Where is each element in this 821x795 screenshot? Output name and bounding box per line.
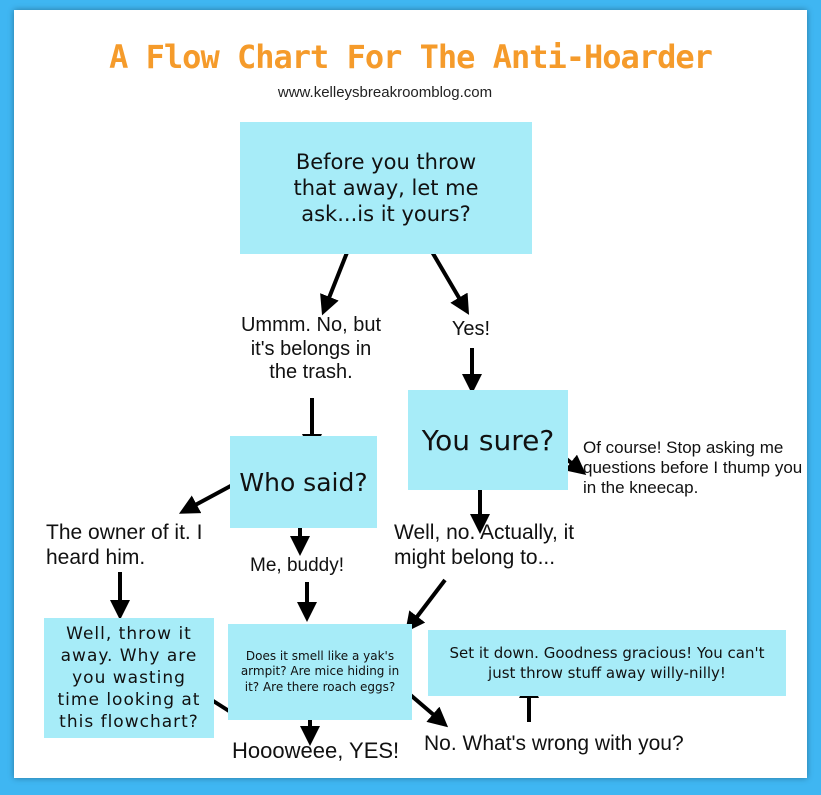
blog-url: www.kelleysbreakroomblog.com — [277, 84, 493, 101]
page-title: A Flow Chart For The Anti-Hoarder — [109, 38, 713, 76]
arrow-start-to-yes — [426, 243, 470, 315]
arrow-start-to-no — [320, 244, 352, 316]
no-answer-label: Ummm. No, but it's belongs in the trash. — [240, 314, 382, 384]
me-buddy-label: Me, buddy! — [250, 555, 344, 576]
of-course-label: Of course! Stop asking me questions befo… — [583, 438, 803, 498]
start-question-box: Before you throw that away, let me ask..… — [240, 122, 532, 254]
arrow-who-to-owner — [178, 480, 239, 514]
well-no-label: Well, no. Actually, it might belong to..… — [394, 521, 575, 569]
whats-wrong-label: No. What's wrong with you? — [424, 732, 684, 755]
you-sure-box: You sure? — [408, 390, 568, 490]
set-it-down-box: Set it down. Goodness gracious! You can'… — [428, 630, 786, 696]
owner-label: The owner of it. I heard him. — [46, 521, 203, 569]
throw-it-away-box: Well, throw it away. Why are you wasting… — [44, 618, 214, 738]
who-said-box: Who said? — [230, 436, 377, 528]
smell-question-box: Does it smell like a yak's armpit? Are m… — [228, 624, 412, 720]
yes-answer-label: Yes! — [451, 318, 491, 340]
arrow-wellno-to-smell — [405, 578, 447, 633]
hoooweee-label: Hoooweee, YES! — [232, 738, 400, 763]
